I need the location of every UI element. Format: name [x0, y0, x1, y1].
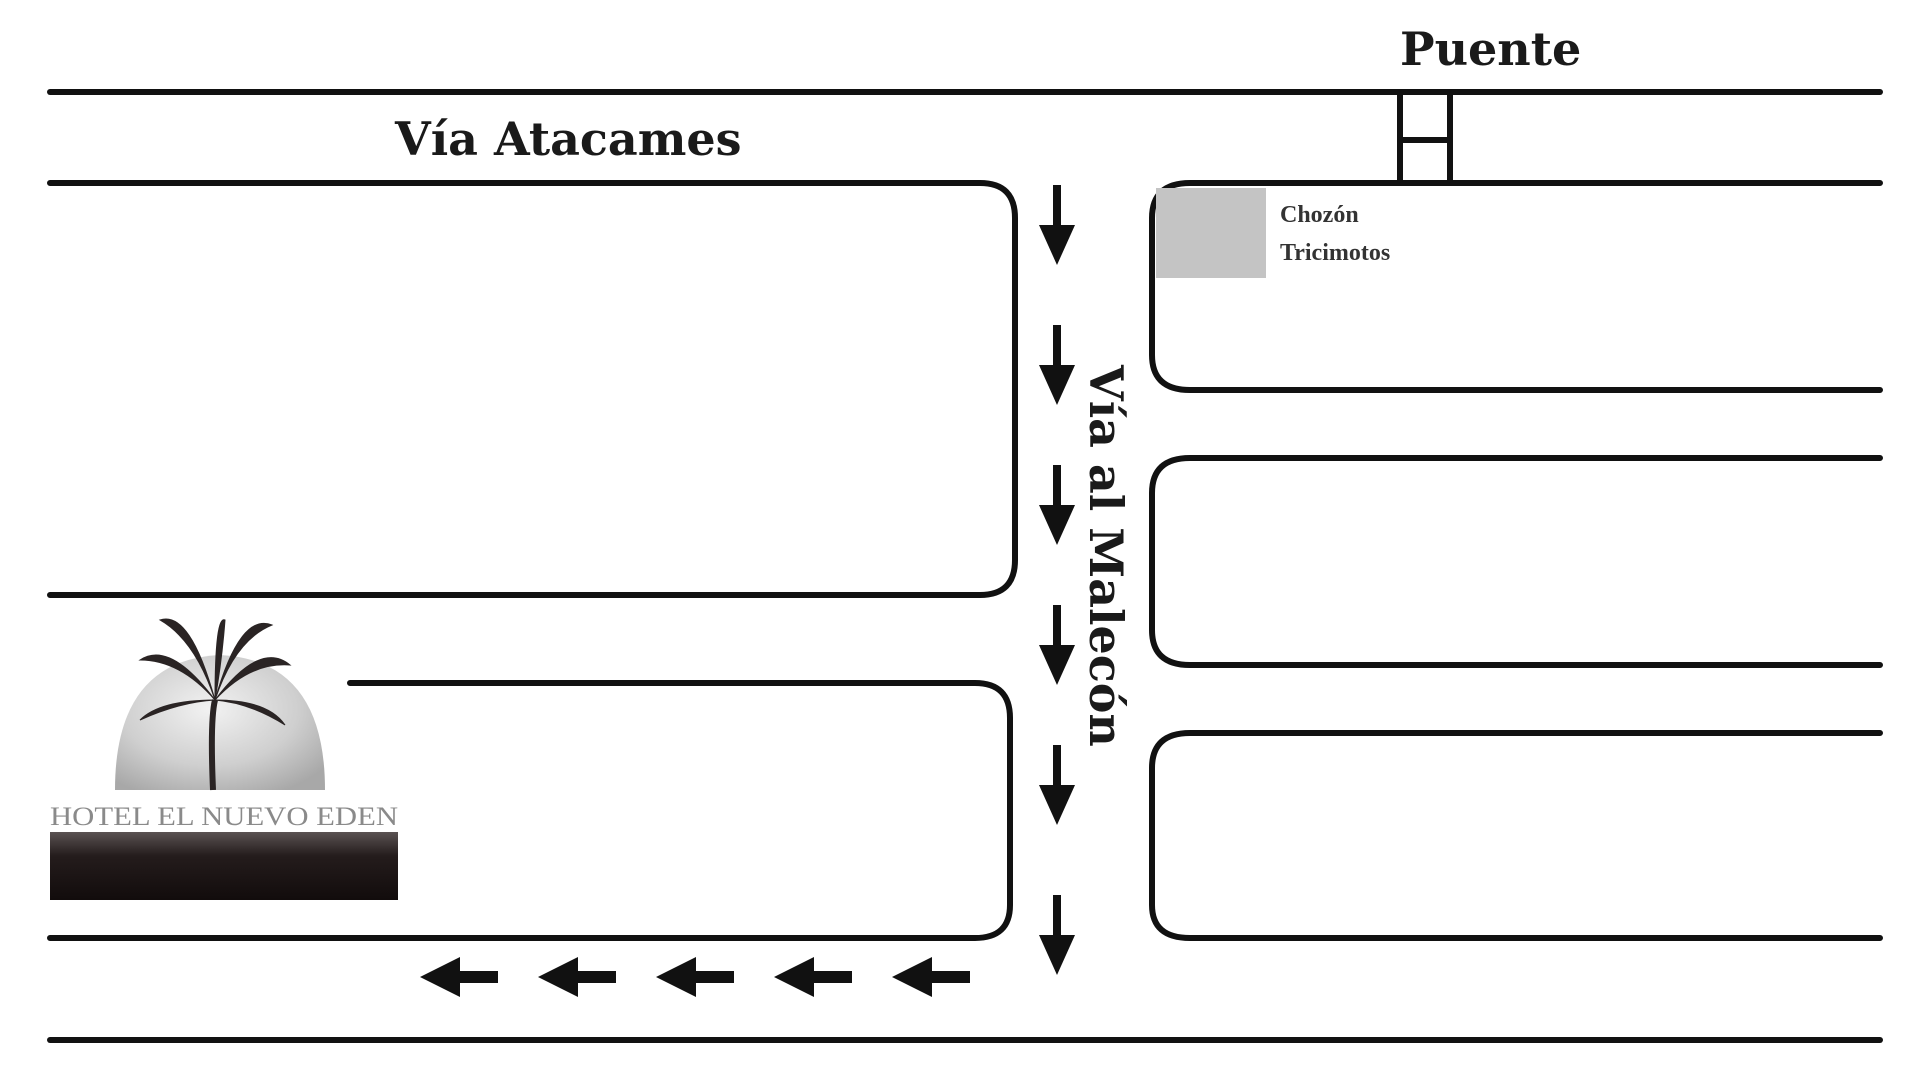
down-arrow-icon [1039, 605, 1075, 685]
down-arrows [1039, 185, 1075, 975]
left-arrow-icon [774, 957, 852, 997]
hotel-dark-band [50, 832, 398, 900]
down-arrow-icon [1039, 325, 1075, 405]
right-block-3 [1149, 730, 1883, 941]
bridge-icon [1397, 92, 1453, 183]
via-atacames-label: Vía Atacames [394, 112, 742, 166]
chozon-block [1156, 188, 1266, 278]
left-block-top [47, 180, 1018, 598]
left-block-bottom [47, 680, 1013, 941]
tricimotos-label: Tricimotos [1280, 240, 1390, 266]
down-arrow-icon [1039, 895, 1075, 975]
left-arrow-icon [420, 957, 498, 997]
sun-dome-icon [115, 655, 325, 790]
chozon-label: Chozón [1280, 202, 1359, 228]
palm-tree-icon [138, 618, 292, 791]
right-block-1 [1149, 180, 1883, 393]
left-arrow-icon [656, 957, 734, 997]
down-arrow-icon [1039, 185, 1075, 265]
via-malecon-label: Vía al Malecón [1079, 364, 1133, 747]
hotel-logo: HOTEL EL NUEVO EDEN [50, 618, 398, 900]
down-arrow-icon [1039, 465, 1075, 545]
left-arrow-icon [892, 957, 970, 997]
hotel-name-label: HOTEL EL NUEVO EDEN [50, 802, 398, 831]
left-arrow-icon [538, 957, 616, 997]
right-block-2 [1149, 455, 1883, 668]
down-arrow-icon [1039, 745, 1075, 825]
left-arrows [420, 957, 970, 997]
puente-label: Puente [1400, 22, 1581, 76]
